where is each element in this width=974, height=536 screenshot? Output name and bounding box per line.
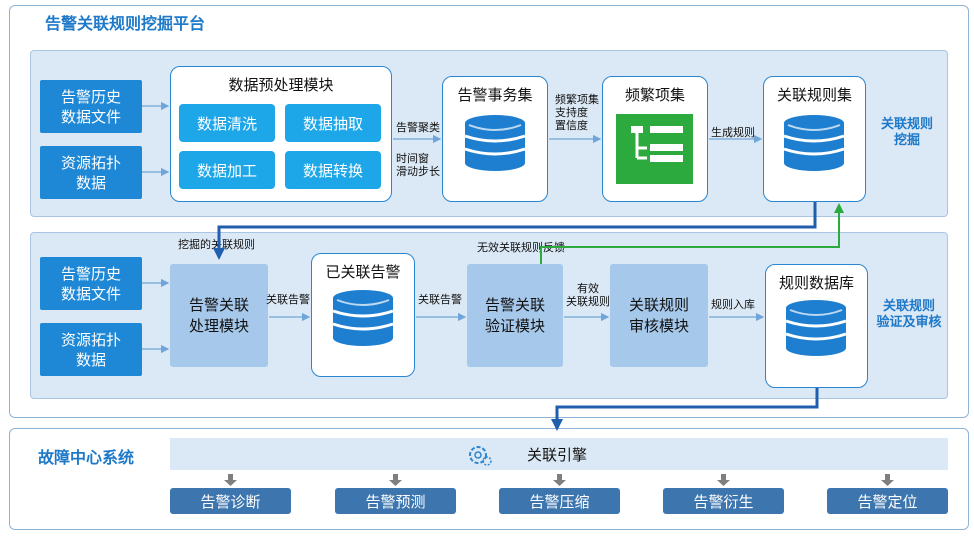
arrow-db-to-engine [551, 388, 819, 431]
engine-label: 关联引擎 [527, 446, 588, 464]
verify-section-label: 关联规则 验证及审核 [876, 299, 942, 330]
preprocess-title: 数据预处理模块 [228, 76, 334, 94]
label-invalid-feedback: 无效关联规则反馈 [477, 241, 565, 254]
output-derivation[interactable]: 告警衍生 [663, 488, 784, 514]
label-params: 频繁项集 支持度 置信度 [555, 93, 599, 132]
label-assoc-alarm-2: 关联告警 [418, 293, 462, 306]
engine-bar [170, 438, 948, 470]
verify-input-topology[interactable]: 资源拓扑 数据 [40, 323, 142, 376]
linked-alarm-db-icon [331, 288, 395, 348]
rule-set-title: 关联规则集 [776, 86, 852, 104]
gear-icon [469, 446, 492, 466]
label-valid-rules: 有效 关联规则 [566, 282, 610, 308]
frequent-itemset-title: 频繁项集 [624, 86, 685, 104]
rule-db-title: 规则数据库 [778, 274, 854, 292]
label-cluster: 告警聚类 [396, 121, 440, 134]
preprocess-process[interactable]: 数据加工 [179, 151, 275, 189]
output-prediction[interactable]: 告警预测 [335, 488, 456, 514]
rule-db-icon [784, 298, 848, 358]
output-location[interactable]: 告警定位 [827, 488, 948, 514]
engine-output-arrows [224, 474, 894, 486]
validation-module[interactable]: 告警关联 验证模块 [467, 264, 563, 367]
verify-input-history[interactable]: 告警历史 数据文件 [40, 257, 142, 310]
label-generate: 生成规则 [711, 126, 755, 139]
linked-alarm-title: 已关联告警 [325, 263, 401, 281]
arrow-rules-to-processing [213, 202, 817, 260]
label-mined-rules: 挖掘的关联规则 [178, 238, 255, 251]
event-set-title: 告警事务集 [457, 86, 533, 104]
mining-section-label: 关联规则 挖掘 [880, 117, 933, 148]
preprocess-clean[interactable]: 数据清洗 [179, 104, 275, 142]
audit-module[interactable]: 关联规则 审核模块 [610, 264, 708, 367]
mining-input-topology[interactable]: 资源拓扑 数据 [40, 146, 142, 199]
preprocess-extract[interactable]: 数据抽取 [285, 104, 381, 142]
output-diagnosis[interactable]: 告警诊断 [170, 488, 291, 514]
label-assoc-alarm-1: 关联告警 [266, 293, 310, 306]
label-window: 时间窗 滑动步长 [396, 152, 440, 178]
rule-set-db-icon [782, 113, 846, 173]
label-storage: 规则入库 [711, 298, 755, 311]
platform-title: 告警关联规则挖掘平台 [45, 14, 206, 33]
itemset-list-icon [616, 114, 693, 184]
fault-center-title: 故障中心系统 [38, 448, 135, 467]
arrow-invalid-feedback [540, 203, 844, 264]
processing-module[interactable]: 告警关联 处理模块 [170, 264, 268, 367]
output-compression[interactable]: 告警压缩 [499, 488, 620, 514]
event-set-db-icon [463, 113, 527, 173]
mining-input-history[interactable]: 告警历史 数据文件 [40, 80, 142, 133]
preprocess-transform[interactable]: 数据转换 [285, 151, 381, 189]
